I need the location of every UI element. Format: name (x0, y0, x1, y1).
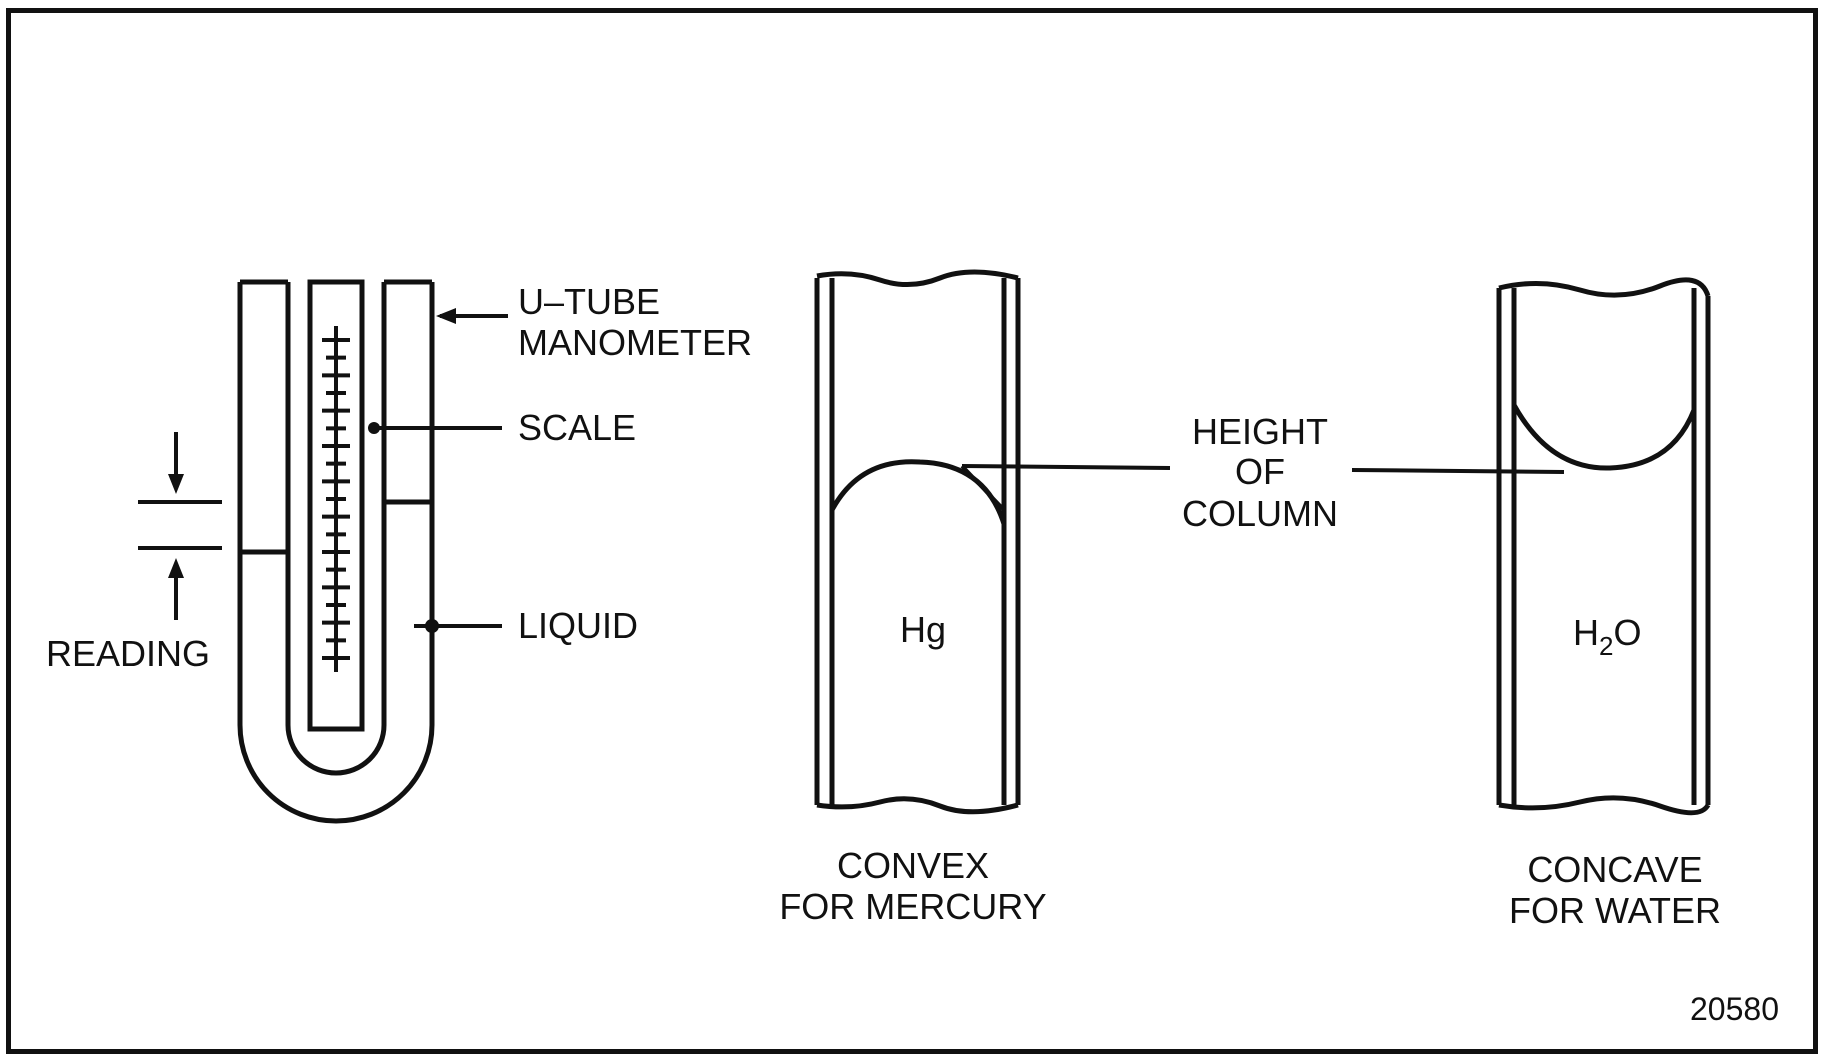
height-label-line3: COLUMN (1182, 493, 1338, 534)
reading-arrow-down-icon (168, 474, 184, 494)
convex-caption-line2: FOR MERCURY (779, 886, 1046, 927)
water-symbol: H2O (1573, 612, 1641, 661)
height-label-line2: OF (1235, 451, 1285, 492)
scale-ticks (322, 326, 350, 672)
mercury-tube-top-break (816, 269, 1019, 287)
water-tube-bottom-break (1498, 795, 1711, 816)
u-tube-leader-arrow-icon (436, 308, 456, 324)
concave-caption-line2: FOR WATER (1509, 890, 1721, 931)
height-label-line1: HEIGHT (1192, 411, 1328, 452)
height-leader-water (1351, 468, 1565, 474)
u-tube-manometer (237, 279, 435, 824)
liquid-label: LIQUID (518, 605, 638, 646)
scale-leader-dot-icon (368, 422, 380, 434)
liquid-leader-dot-icon (425, 619, 439, 633)
mercury-meniscus-tangent (960, 464, 1006, 512)
reading-label: READING (46, 633, 210, 674)
water-symbol-h: H (1573, 612, 1599, 653)
mercury-tube-bottom-break (816, 796, 1019, 815)
concave-caption-line1: CONCAVE (1527, 849, 1702, 890)
u-tube-label-line1: U–TUBE (518, 281, 660, 322)
u-tube-inner-wall (285, 282, 387, 776)
figure-number: 20580 (1690, 991, 1779, 1027)
convex-caption-line1: CONVEX (837, 845, 989, 886)
mercury-tube (814, 269, 1021, 815)
reading-arrow-up-icon (168, 558, 184, 578)
water-concave-meniscus (1511, 403, 1697, 471)
scale-board (307, 279, 365, 732)
u-tube-leaders (368, 308, 508, 633)
scale-label: SCALE (518, 407, 636, 448)
reading-indicator (138, 432, 222, 620)
u-tube-label-line2: MANOMETER (518, 322, 752, 363)
mercury-convex-meniscus (829, 459, 1007, 525)
u-tube-outer-wall (237, 282, 435, 824)
mercury-symbol: Hg (900, 609, 946, 650)
height-leader-mercury (961, 464, 1171, 470)
height-of-column-leaders (961, 464, 1565, 474)
water-tube (1496, 277, 1711, 816)
water-tube-top-break (1498, 277, 1711, 298)
water-symbol-o: O (1613, 612, 1641, 653)
water-symbol-subscript: 2 (1599, 631, 1613, 661)
